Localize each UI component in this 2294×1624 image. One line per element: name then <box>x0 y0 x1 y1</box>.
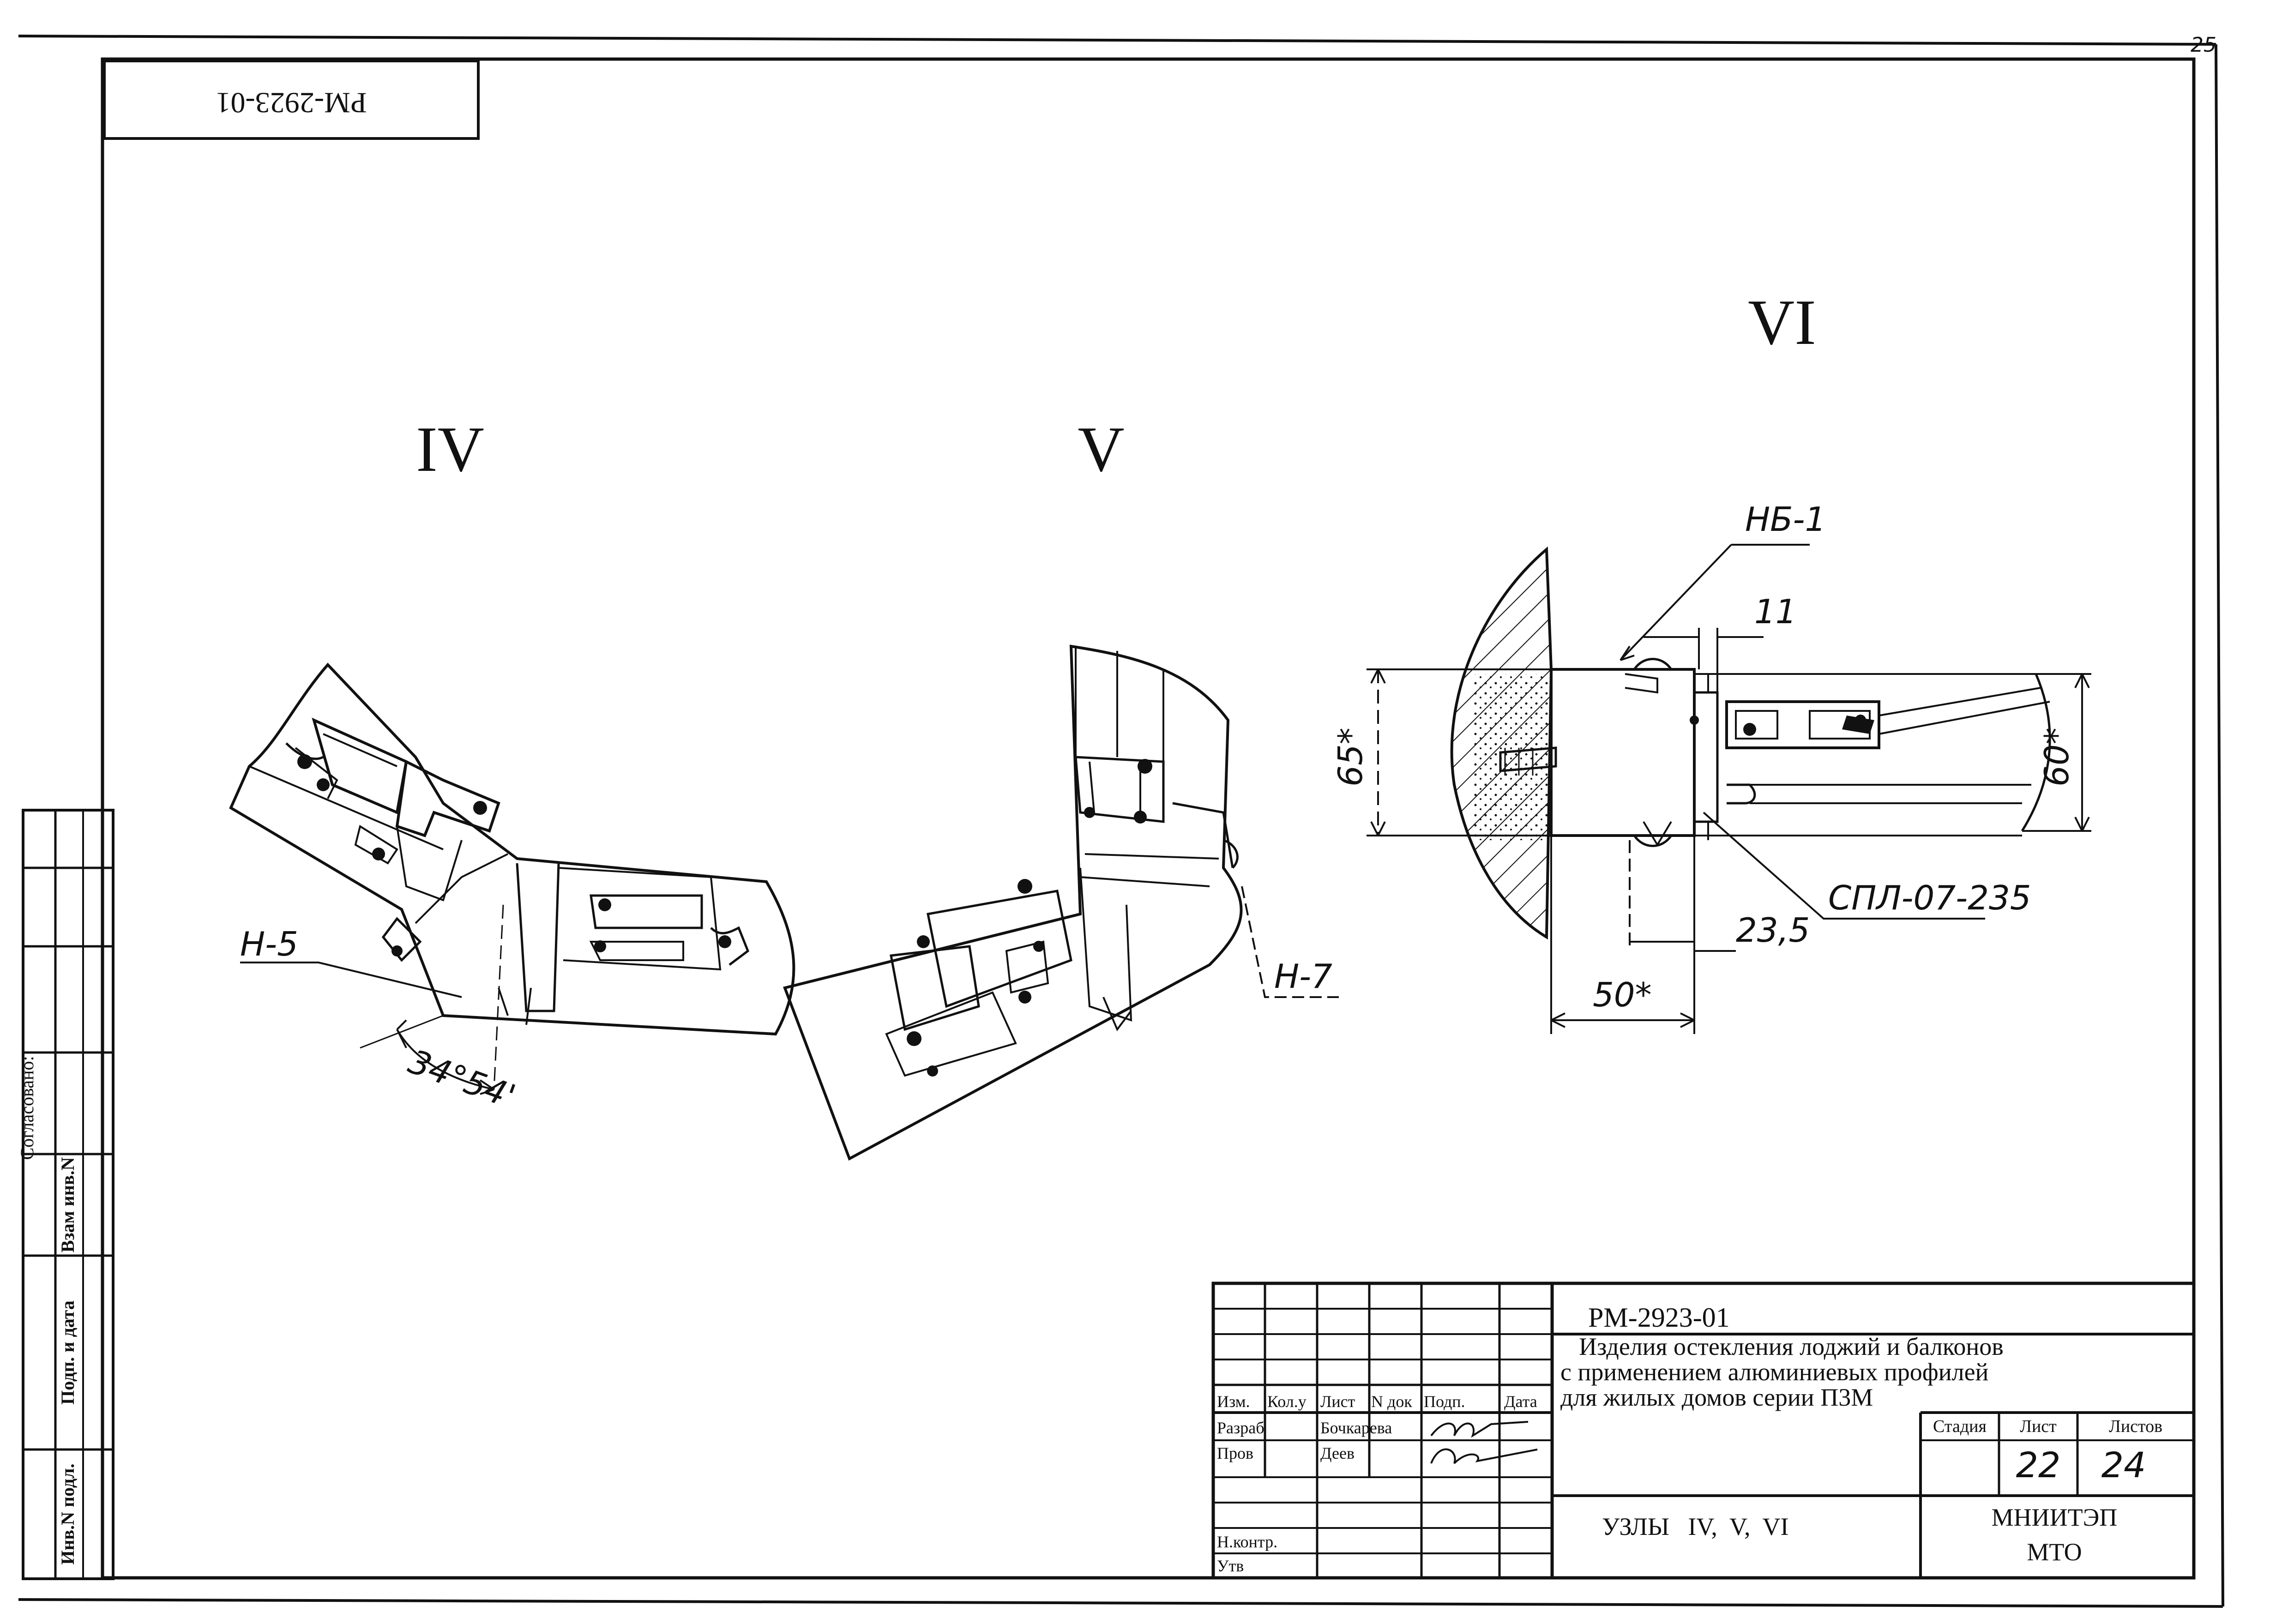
node-iv-drawing <box>229 662 795 1095</box>
node-vi-drawing <box>1367 544 2091 1034</box>
vi-dim-11: 11 <box>1754 592 1797 631</box>
view-iv-label: IV <box>416 414 484 485</box>
name-developer: Бочкарева <box>1320 1419 1392 1437</box>
view-v-label: V <box>1078 414 1124 485</box>
header-date: Дата <box>1504 1392 1537 1411</box>
title-line-3: для жилых домов серии П3М <box>1560 1383 1873 1411</box>
signature-developer <box>1430 1421 1529 1438</box>
role-norm-control: Н.контр. <box>1217 1533 1277 1551</box>
iv-callout-h5: Н-5 <box>240 925 298 963</box>
vi-dim-23-5: 23,5 <box>1736 911 1810 950</box>
title-line-2: с применением алюминиевых профилей <box>1560 1358 1988 1386</box>
vi-dim-65: 65* <box>1331 728 1370 787</box>
sheet-value: 22 <box>2016 1444 2061 1486</box>
sheets-header: Листов <box>2109 1417 2162 1436</box>
inv-orig-label: Инв.N подл. <box>57 1463 78 1564</box>
header-ndoc: N док <box>1371 1392 1412 1411</box>
sheets-value: 24 <box>2101 1444 2146 1486</box>
iv-angle-dimension: 34°54' <box>403 1042 520 1116</box>
header-list: Лист <box>1320 1392 1355 1411</box>
role-developer: Разраб <box>1217 1419 1264 1437</box>
title-block-doc-code: РМ-2923-01 <box>1588 1302 1730 1333</box>
top-code-text: РМ-2923-01 <box>216 86 367 119</box>
name-checker: Деев <box>1320 1444 1355 1462</box>
vi-callout-nb1: НБ-1 <box>1745 500 1826 539</box>
header-kol: Кол.у <box>1267 1392 1307 1411</box>
stage-header: Стадия <box>1933 1417 1987 1436</box>
node-v-drawing <box>783 644 1339 1161</box>
inv-replace-label: Взам инв.N <box>57 1157 78 1253</box>
org-line-2: МТО <box>2027 1538 2082 1566</box>
role-approved: Утв <box>1217 1557 1244 1575</box>
vi-dim-50: 50* <box>1593 975 1652 1014</box>
sign-date-label: Подп. и дата <box>57 1300 78 1405</box>
sheet-header: Лист <box>2020 1417 2057 1436</box>
sheet-frame <box>18 35 2224 1608</box>
view-vi-label: VI <box>1748 287 1816 358</box>
signature-checker <box>1430 1448 1538 1464</box>
header-podp: Подп. <box>1424 1392 1465 1411</box>
drawing-name: УЗЛЫ IV, V, VI <box>1602 1513 1789 1540</box>
role-checker: Пров <box>1217 1444 1253 1462</box>
side-stamp: Согласовано: Взам инв.N Подп. и дата Инв… <box>17 809 114 1580</box>
vi-dim-60: 60* <box>2037 728 2076 787</box>
agreed-label: Согласовано: <box>17 1056 37 1160</box>
page-number: 25 <box>2191 33 2216 57</box>
header-izm: Изм. <box>1217 1392 1250 1411</box>
title-block: РМ-2923-01 Изделия остекления лоджий и б… <box>1211 1281 2196 1580</box>
v-callout-h7: Н-7 <box>1274 957 1332 996</box>
vi-callout-seal: СПЛ-07-235 <box>1828 878 2031 917</box>
title-line-1: Изделия остекления лоджий и балконов <box>1579 1333 2004 1360</box>
org-line-1: МНИИТЭП <box>1992 1504 2118 1531</box>
top-code-box: РМ-2923-01 <box>103 60 480 140</box>
